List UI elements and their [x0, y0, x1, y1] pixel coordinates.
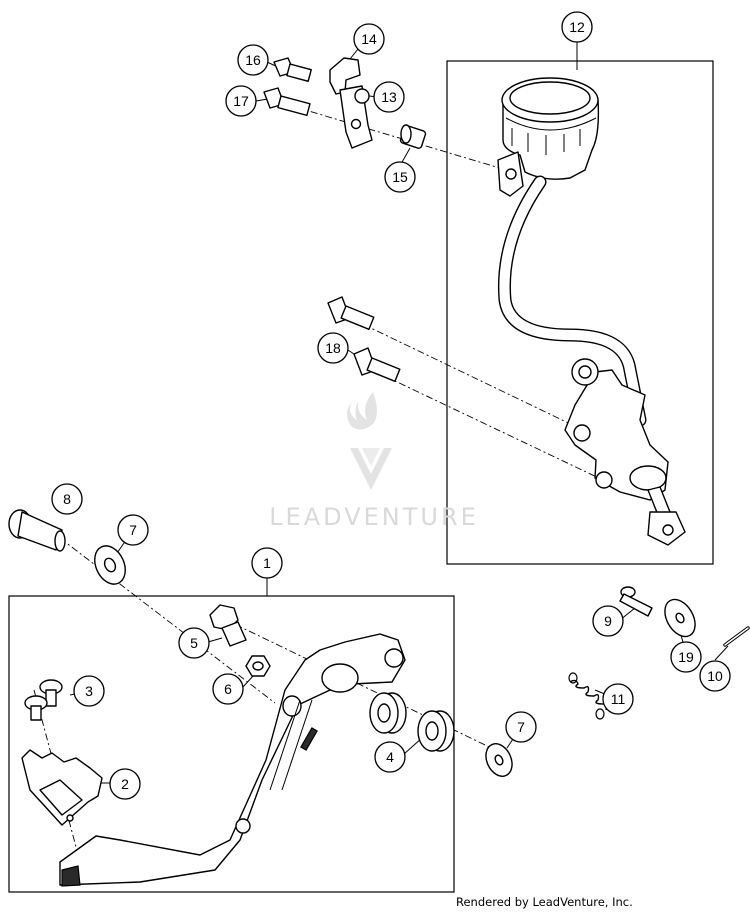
- callout-2[interactable]: 2: [109, 768, 141, 800]
- callout-3[interactable]: 3: [73, 675, 105, 707]
- callout-label: 10: [707, 668, 723, 684]
- brake-pedal-part: [59, 633, 406, 887]
- callout-label: 11: [611, 691, 626, 707]
- callout-label: 13: [381, 89, 397, 105]
- callout-label: 9: [604, 613, 612, 629]
- callout-label: 8: [63, 491, 71, 507]
- bearing-4-right-part: [417, 710, 455, 752]
- bracket-part: [329, 57, 373, 149]
- callout-label: 16: [245, 52, 261, 68]
- nut-5-part: [209, 604, 247, 647]
- callout-14[interactable]: 14: [353, 23, 385, 55]
- bolt-16-part: [273, 57, 312, 82]
- callout-6[interactable]: 6: [212, 673, 244, 705]
- callout-15[interactable]: 15: [384, 161, 416, 193]
- spring-11-part: [568, 672, 608, 720]
- bolt-18-upper-part: [327, 296, 375, 330]
- washer-7-bottom-part: [485, 743, 513, 777]
- callout-16[interactable]: 16: [237, 44, 269, 76]
- watermark-text: LEADVENTURE: [269, 503, 479, 531]
- footrest-2-part: [21, 749, 103, 826]
- callout-label: 3: [85, 683, 93, 699]
- callout-17[interactable]: 17: [225, 85, 257, 117]
- callout-11[interactable]: 11: [602, 683, 634, 715]
- callout-12[interactable]: 12: [561, 11, 593, 43]
- cotter-pin-10-part: [723, 626, 750, 647]
- bolt-17-part: [263, 87, 311, 117]
- callout-label: 4: [386, 749, 394, 765]
- callout-label: 14: [361, 31, 377, 47]
- bolt-8-part: [8, 509, 66, 552]
- callout-label: 18: [325, 340, 341, 356]
- brake-pedal-assembly-box: [8, 595, 455, 893]
- callout-13[interactable]: 13: [373, 81, 405, 113]
- callout-1[interactable]: 1: [251, 547, 283, 579]
- callout-5[interactable]: 5: [178, 627, 210, 659]
- washer-19-part: [664, 598, 696, 638]
- callout-7-top[interactable]: 7: [117, 514, 149, 546]
- master-cylinder-assembly-box: [446, 60, 714, 565]
- callout-label: 15: [392, 169, 408, 185]
- leadventure-watermark: LEADVENTURE: [269, 392, 479, 531]
- callout-label: 5: [190, 635, 198, 651]
- callout-7-bottom[interactable]: 7: [505, 711, 537, 743]
- pin-9-part: [619, 586, 653, 617]
- callout-10[interactable]: 10: [699, 660, 731, 692]
- bushing-15-part: [399, 124, 427, 149]
- callout-19[interactable]: 19: [670, 641, 702, 673]
- washer-7-top-part: [94, 545, 126, 585]
- callout-label: 7: [129, 522, 137, 538]
- master-cylinder-part: [497, 77, 686, 546]
- callout-label: 7: [517, 719, 525, 735]
- bolt-18-lower-part: [353, 347, 401, 382]
- callout-8[interactable]: 8: [51, 483, 83, 515]
- callout-label: 1: [263, 555, 271, 571]
- callout-label: 6: [224, 681, 232, 697]
- callout-9[interactable]: 9: [592, 605, 624, 637]
- bearing-4-left-part: [369, 692, 407, 734]
- nut-6-part: [245, 655, 271, 677]
- footer-credit: Rendered by LeadVenture, Inc.: [456, 895, 633, 909]
- screws-3-part: [24, 679, 63, 721]
- callout-18[interactable]: 18: [317, 332, 349, 364]
- callout-label: 17: [233, 93, 249, 109]
- callout-label: 12: [569, 19, 585, 35]
- callout-label: 2: [121, 776, 129, 792]
- callout-label: 19: [678, 649, 694, 665]
- callout-4[interactable]: 4: [374, 741, 406, 773]
